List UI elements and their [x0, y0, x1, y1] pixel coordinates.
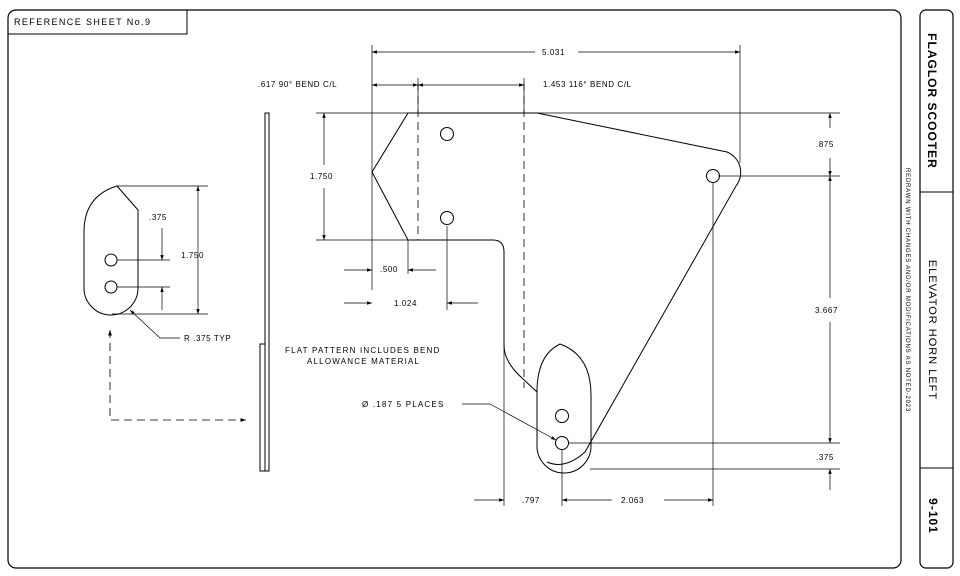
dim-right-height: 3.667	[815, 306, 838, 315]
part-name: ELEVATOR HORN LEFT	[926, 260, 938, 400]
flat-pattern	[371, 83, 742, 474]
dim-bend-116: 1.453 116° BEND C/L	[543, 80, 632, 89]
dimension-lines	[322, 50, 832, 502]
project-title: FLAGLOR SCOOTER	[925, 33, 939, 169]
dim-overall-width: 5.031	[542, 48, 565, 57]
dim-top-right: .875	[816, 140, 834, 149]
reference-label: REFERENCE SHEET No.9	[14, 17, 151, 27]
revision-note: REDRAWN WITH CHANGES AND/OR MODIFICATION…	[904, 168, 910, 412]
title-block-frame	[919, 9, 954, 569]
sheet-number: 9-101	[926, 498, 940, 534]
edge-view	[259, 112, 270, 472]
extension-lines	[316, 45, 840, 506]
radius-note: R .375 TYP	[184, 334, 231, 343]
flat-pattern-note-line1: FLAT PATTERN INCLUDES BEND	[285, 346, 441, 355]
dim-bottom-right: .375	[816, 453, 834, 462]
reference-label-box	[8, 10, 188, 35]
drawing-frame	[7, 9, 902, 569]
dim-left-height: 1.750	[310, 172, 333, 181]
projection-arrow	[108, 330, 246, 422]
dim-tab-1024: 1.024	[394, 299, 417, 308]
dim-bottom-2063: 2.063	[621, 496, 644, 505]
detail-horn-tab	[83, 185, 208, 316]
dim-bottom-797: .797	[522, 496, 540, 505]
dim-bend-90: .617 90° BEND C/L	[258, 80, 337, 89]
detail-dim-1750: 1.750	[181, 251, 204, 260]
detail-dim-375: .375	[149, 213, 167, 222]
flat-pattern-note-line2: ALLOWANCE MATERIAL	[307, 357, 420, 366]
dim-tab-500: .500	[380, 265, 398, 274]
hole-callout: Ø .187 5 PLACES	[362, 400, 444, 409]
